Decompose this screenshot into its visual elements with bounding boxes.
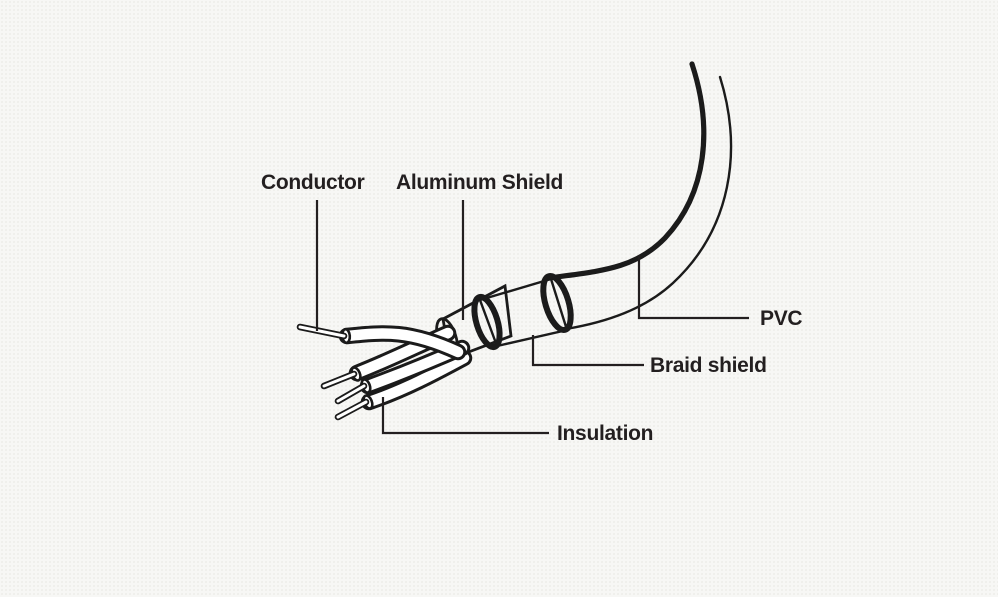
braid-rolled-lip (471, 293, 503, 351)
label-aluminum-shield: Aluminum Shield (396, 171, 564, 194)
pvc-cut-lip (540, 273, 574, 333)
leader-line-insulation (381, 397, 549, 435)
pvc-jacket (546, 61, 733, 331)
wire (296, 323, 467, 361)
leader-lines (315, 200, 749, 435)
braid-shield-section (471, 273, 574, 351)
label-braid-shield: Braid shield (650, 354, 767, 377)
wires (296, 323, 473, 421)
pvc-jacket-inner-edge (564, 75, 733, 331)
leader-line-braid-shield (531, 335, 644, 367)
label-pvc: PVC (760, 307, 803, 330)
label-conductor: Conductor (261, 171, 365, 194)
wire (334, 349, 473, 421)
leader-line-pvc (637, 255, 749, 320)
label-insulation: Insulation (557, 422, 654, 445)
pvc-jacket-outer-edge (546, 61, 707, 281)
